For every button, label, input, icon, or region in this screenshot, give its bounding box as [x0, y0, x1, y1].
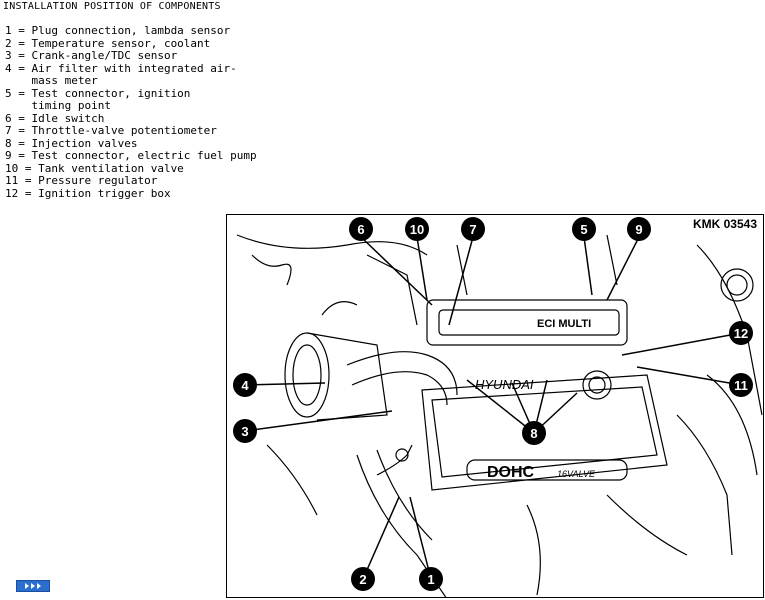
svg-text:5: 5 — [580, 222, 587, 237]
legend-item: 5 = Test connector, ignition — [5, 86, 191, 100]
callout-12: 12 — [729, 321, 753, 345]
valve-label: 16VALVE — [557, 469, 596, 479]
legend-item: 8 = Injection valves — [5, 136, 138, 150]
legend-item: 9 = Test connector, electric fuel pump — [5, 149, 257, 162]
svg-text:2: 2 — [359, 572, 366, 587]
legend-item: 2 = Temperature sensor, coolant — [5, 36, 211, 50]
callout-7: 7 — [461, 217, 485, 241]
svg-text:7: 7 — [469, 222, 476, 237]
svg-text:12: 12 — [734, 326, 748, 341]
dohc-label: DOHC — [487, 464, 535, 481]
callout-6: 6 — [349, 217, 373, 241]
engine-illustration: ECI MULTI HYUNDAI DOHC 16VALVE 6 10 7 5 … — [233, 217, 763, 597]
legend-item: 12 = Ignition trigger box — [5, 186, 171, 200]
figure-reference-code: KMK 03543 — [692, 217, 757, 231]
callout-3: 3 — [233, 419, 257, 443]
triple-arrow-right-icon — [25, 583, 41, 589]
callout-5: 5 — [572, 217, 596, 241]
svg-text:8: 8 — [530, 426, 537, 441]
svg-text:9: 9 — [635, 222, 642, 237]
callout-1: 1 — [419, 567, 443, 591]
legend-item: timing point — [5, 99, 111, 112]
svg-text:1: 1 — [427, 572, 434, 587]
legend-item: mass meter — [5, 74, 98, 87]
svg-text:11: 11 — [734, 378, 748, 393]
legend-item: 3 = Crank-angle/TDC sensor — [5, 49, 178, 62]
callout-10: 10 — [405, 217, 429, 241]
page-title: INSTALLATION POSITION OF COMPONENTS — [3, 1, 221, 12]
legend-item: 1 = Plug connection, lambda sensor — [5, 24, 231, 37]
legend-item: 11 = Pressure regulator — [5, 174, 158, 187]
svg-text:10: 10 — [410, 222, 424, 237]
callout-9: 9 — [627, 217, 651, 241]
eci-multi-label: ECI MULTI — [537, 318, 591, 330]
callout-8: 8 — [522, 421, 546, 445]
callout-2: 2 — [351, 567, 375, 591]
svg-text:3: 3 — [241, 424, 248, 439]
legend-item: 7 = Throttle-valve potentiometer — [5, 124, 217, 137]
legend-item: 4 = Air filter with integrated air- — [5, 61, 237, 75]
hyundai-label: HYUNDAI — [475, 377, 534, 392]
svg-text:6: 6 — [357, 222, 364, 237]
callout-4: 4 — [233, 373, 257, 397]
svg-text:4: 4 — [241, 378, 249, 393]
callout-11: 11 — [729, 373, 753, 397]
legend-item: 10 = Tank ventilation valve — [5, 161, 184, 175]
next-page-button[interactable] — [16, 580, 50, 592]
legend-item: 6 = Idle switch — [5, 111, 105, 125]
engine-diagram: KMK 03543 — [226, 214, 764, 598]
component-legend: 1 = Plug connection, lambda sensor 2 = T… — [5, 24, 257, 200]
